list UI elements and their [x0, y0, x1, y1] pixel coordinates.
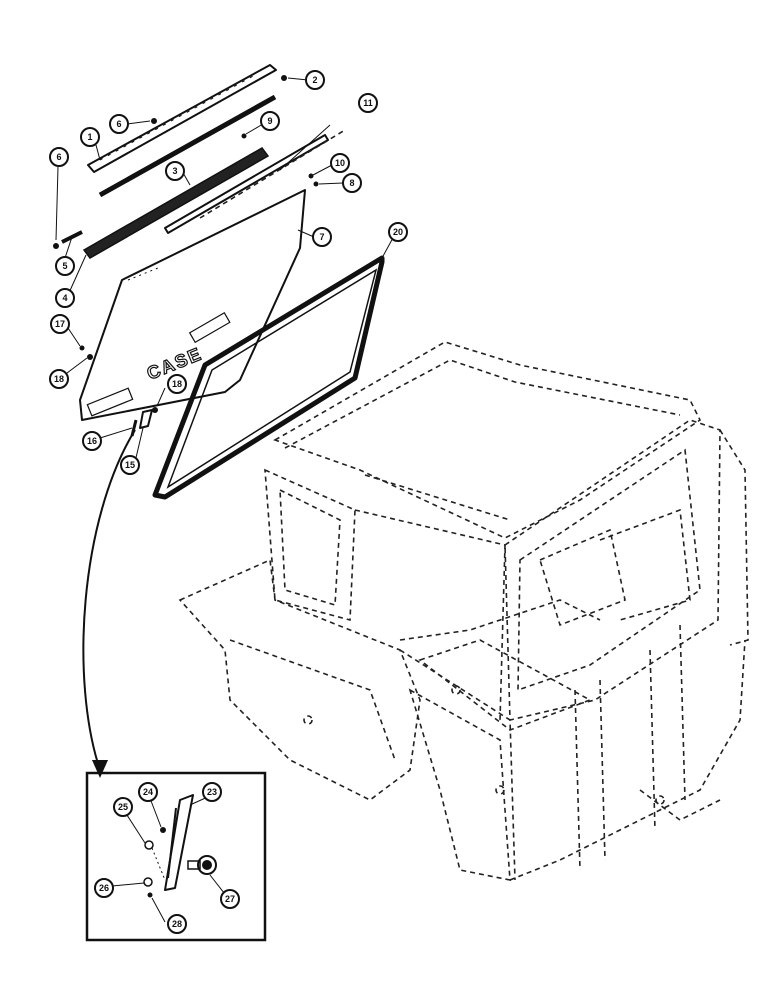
nut-8 [313, 181, 319, 187]
callout-18-right: 18 [167, 374, 187, 394]
svg-text:4: 4 [62, 293, 67, 303]
callout-6-top: 6 [109, 114, 129, 134]
callout-26: 26 [94, 878, 114, 898]
screw-6-top [151, 118, 157, 124]
hinge-bar [87, 64, 277, 173]
screw-6-left [53, 243, 59, 249]
svg-text:6: 6 [116, 119, 121, 129]
svg-text:8: 8 [349, 178, 354, 188]
callout-4: 4 [55, 288, 75, 308]
detail-washer-26 [143, 877, 153, 887]
svg-text:16: 16 [87, 436, 97, 446]
nut-9 [241, 133, 247, 139]
svg-text:2: 2 [312, 75, 317, 85]
nut-18-right [152, 407, 158, 413]
svg-text:25: 25 [118, 802, 128, 812]
callout-6-left: 6 [49, 147, 69, 167]
callout-20: 20 [388, 222, 408, 242]
svg-text:7: 7 [319, 232, 324, 242]
svg-text:18: 18 [54, 374, 64, 384]
svg-text:5: 5 [62, 261, 67, 271]
svg-text:28: 28 [172, 919, 182, 929]
callout-25: 25 [113, 797, 133, 817]
svg-text:17: 17 [55, 319, 65, 329]
svg-text:3: 3 [172, 166, 177, 176]
detail-washer-25 [144, 840, 154, 850]
screw-17 [79, 345, 85, 351]
callout-10: 10 [330, 153, 350, 173]
detail-leader-curve [82, 429, 136, 771]
weather-strip-upper [98, 94, 277, 198]
callout-7: 7 [312, 227, 332, 247]
callout-leaders [55, 77, 395, 923]
hinge-rod-long [199, 124, 346, 219]
detail-knob-27 [187, 855, 217, 875]
svg-text:26: 26 [99, 883, 109, 893]
latch-15 [139, 409, 153, 429]
window-glass-panel: CASE [79, 189, 306, 421]
svg-text:9: 9 [267, 116, 272, 126]
svg-text:1: 1 [87, 132, 92, 142]
nut-10 [308, 173, 314, 179]
callout-17: 17 [50, 314, 70, 334]
callout-3: 3 [165, 161, 185, 181]
screw-2 [281, 75, 287, 81]
callout-8: 8 [342, 173, 362, 193]
seal-strip [164, 134, 329, 234]
callout-11: 11 [358, 93, 378, 113]
callout-23: 23 [202, 782, 222, 802]
callout-15: 15 [120, 455, 140, 475]
callout-24: 24 [138, 782, 158, 802]
detail-bracket-23 [164, 794, 194, 891]
svg-text:11: 11 [363, 98, 373, 108]
hinge-plate-lower [82, 147, 270, 259]
callout-1: 1 [80, 127, 100, 147]
detail-inset-frame [85, 771, 267, 942]
svg-text:18: 18 [172, 379, 182, 389]
svg-text:6: 6 [56, 152, 61, 162]
cab-structure [178, 341, 749, 881]
detail-nut-24 [160, 827, 166, 833]
callout-27: 27 [220, 889, 240, 909]
callout-16: 16 [82, 431, 102, 451]
callout-2: 2 [305, 70, 325, 90]
callout-18-left: 18 [49, 369, 69, 389]
svg-text:15: 15 [125, 460, 135, 470]
detail-leader-arrow [92, 760, 108, 778]
nut-18-left [87, 354, 93, 360]
svg-text:20: 20 [393, 227, 403, 237]
detail-screw-28 [147, 892, 153, 898]
callout-9: 9 [260, 111, 280, 131]
svg-text:23: 23 [207, 787, 217, 797]
window-seal-frame [152, 255, 385, 500]
svg-text:10: 10 [335, 158, 345, 168]
callout-5: 5 [55, 256, 75, 276]
svg-text:27: 27 [225, 894, 235, 904]
svg-text:24: 24 [143, 787, 153, 797]
callout-28: 28 [167, 914, 187, 934]
